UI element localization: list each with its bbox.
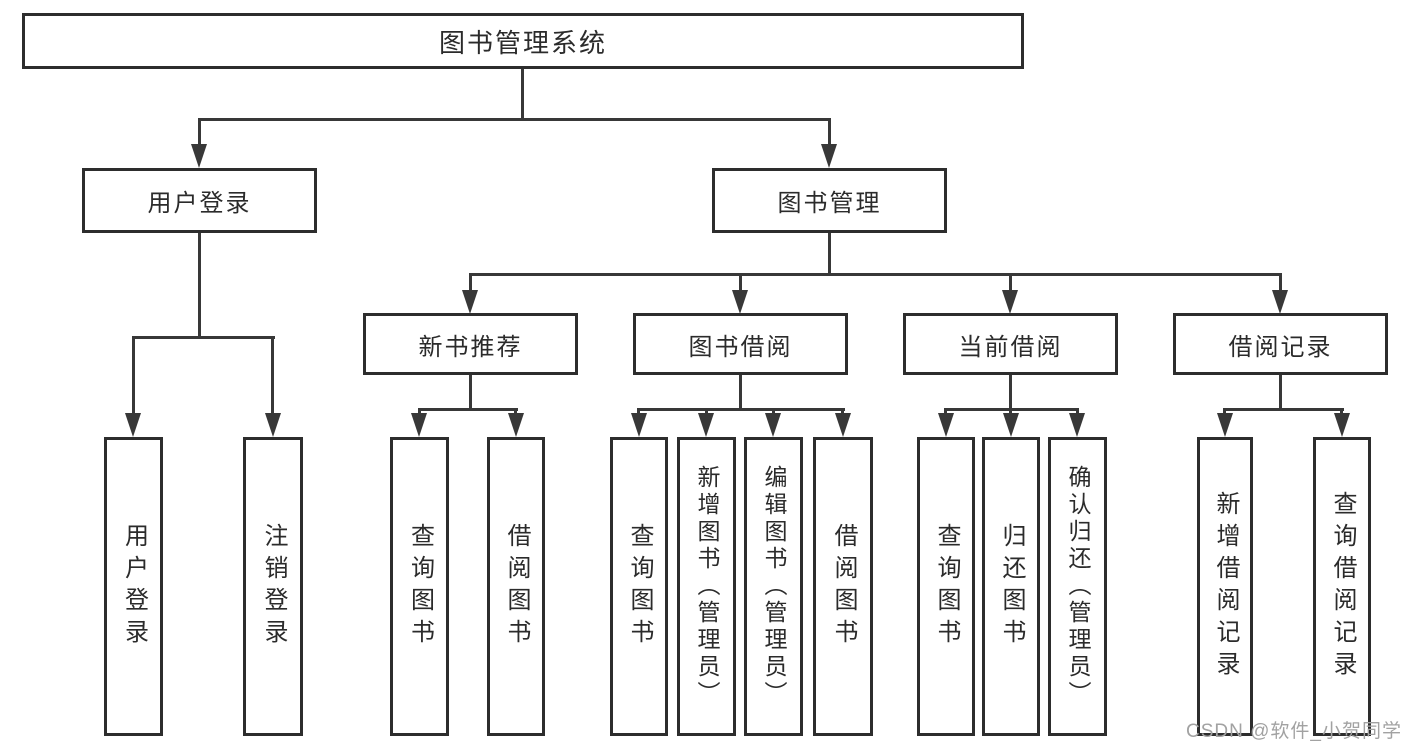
node-borrowing-records-label: 借阅记录: [1228, 333, 1333, 361]
leaf-newbook-query-books: 查询图书: [390, 437, 449, 736]
connector-line: [705, 408, 708, 416]
arrowhead-down-icon: [191, 144, 207, 168]
arrowhead-down-icon: [821, 144, 837, 168]
connector-line: [841, 408, 844, 416]
arrowhead-down-icon: [1002, 290, 1018, 314]
connector-line: [1279, 375, 1282, 411]
leaf-records-add-borrow-record-label: 新增借阅记录: [1212, 490, 1239, 683]
leaf-logout: 注销登录: [243, 437, 303, 736]
arrowhead-down-icon: [698, 413, 714, 437]
leaf-logout-label: 注销登录: [260, 522, 287, 651]
connector-line: [1279, 273, 1282, 293]
node-book-borrowing-label: 图书借阅: [688, 333, 793, 361]
connector-line: [772, 408, 775, 416]
arrowhead-down-icon: [125, 413, 141, 437]
connector-line: [1009, 375, 1012, 411]
connector-line: [739, 375, 742, 411]
leaf-records-add-borrow-record: 新增借阅记录: [1197, 437, 1253, 736]
node-current-borrowing: 当前借阅: [903, 313, 1118, 375]
connector-line: [944, 408, 947, 416]
connector-line: [1223, 408, 1344, 411]
connector-line: [514, 408, 517, 416]
connector-line: [637, 408, 640, 416]
leaf-borrowing-edit-books-admin: 编辑图书（管理员）: [744, 437, 803, 736]
node-root: 图书管理系统: [22, 13, 1024, 69]
node-new-book-recommendation-label: 新书推荐: [418, 333, 523, 361]
node-user-login-label: 用户登录: [147, 190, 252, 217]
leaf-user-login-label: 用户登录: [120, 522, 148, 651]
arrowhead-down-icon: [411, 413, 427, 437]
connector-line: [132, 336, 275, 339]
arrowhead-down-icon: [1217, 413, 1233, 437]
arrowhead-down-icon: [265, 413, 281, 437]
arrowhead-down-icon: [1272, 290, 1288, 314]
connector-line: [739, 273, 742, 293]
leaf-borrowing-query-books-label: 查询图书: [626, 522, 653, 651]
leaf-newbook-borrow-books: 借阅图书: [487, 437, 545, 736]
connector-line: [1009, 408, 1012, 416]
arrowhead-down-icon: [631, 413, 647, 437]
watermark: CSDN @软件_小贺同学: [1186, 721, 1402, 742]
arrowhead-down-icon: [508, 413, 524, 437]
connector-line: [198, 118, 831, 121]
connector-line: [469, 375, 472, 411]
node-borrowing-records: 借阅记录: [1173, 313, 1388, 375]
leaf-borrowing-add-books-admin-label: 新增图书（管理员）: [694, 465, 720, 708]
connector-line: [828, 233, 831, 276]
connector-line: [1223, 408, 1226, 416]
node-new-book-recommendation: 新书推荐: [363, 313, 578, 375]
connector-line: [521, 69, 524, 121]
arrowhead-down-icon: [1003, 413, 1019, 437]
connector-line: [418, 408, 421, 416]
leaf-borrowing-edit-books-admin-label: 编辑图书（管理员）: [761, 465, 787, 708]
connector-line: [469, 273, 1282, 276]
leaf-records-query-borrow-record-label: 查询借阅记录: [1329, 490, 1356, 683]
leaf-borrowing-query-books: 查询图书: [610, 437, 668, 736]
connector-line: [1340, 408, 1343, 416]
arrowhead-down-icon: [765, 413, 781, 437]
node-current-borrowing-label: 当前借阅: [958, 333, 1063, 361]
arrowhead-down-icon: [835, 413, 851, 437]
connector-line: [198, 233, 201, 339]
leaf-current-confirm-return-admin-label: 确认归还（管理员）: [1065, 465, 1091, 708]
arrowhead-down-icon: [462, 290, 478, 314]
leaf-user-login: 用户登录: [104, 437, 163, 736]
connector-line: [132, 336, 135, 416]
leaf-current-confirm-return-admin: 确认归还（管理员）: [1048, 437, 1107, 736]
connector-line: [418, 408, 518, 411]
arrowhead-down-icon: [1069, 413, 1085, 437]
arrowhead-down-icon: [938, 413, 954, 437]
connector-line: [828, 118, 831, 146]
connector-line: [1009, 273, 1012, 293]
leaf-current-return-books: 归还图书: [982, 437, 1040, 736]
leaf-newbook-borrow-books-label: 借阅图书: [503, 522, 530, 651]
leaf-borrowing-add-books-admin: 新增图书（管理员）: [677, 437, 736, 736]
leaf-current-query-books-label: 查询图书: [933, 522, 960, 651]
connector-line: [637, 408, 845, 411]
leaf-borrowing-borrow-books: 借阅图书: [813, 437, 873, 736]
connector-line: [469, 273, 472, 293]
arrowhead-down-icon: [732, 290, 748, 314]
arrowhead-down-icon: [1334, 413, 1350, 437]
node-user-login: 用户登录: [82, 168, 317, 233]
leaf-borrowing-borrow-books-label: 借阅图书: [830, 522, 857, 651]
connector-line: [271, 336, 274, 416]
node-book-management-label: 图书管理: [777, 190, 882, 217]
leaf-current-query-books: 查询图书: [917, 437, 975, 736]
connector-line: [1076, 408, 1079, 416]
node-root-label: 图书管理系统: [438, 27, 607, 58]
leaf-newbook-query-books-label: 查询图书: [406, 522, 434, 651]
leaf-current-return-books-label: 归还图书: [998, 522, 1025, 651]
node-book-borrowing: 图书借阅: [633, 313, 848, 375]
node-book-management: 图书管理: [712, 168, 947, 233]
leaf-records-query-borrow-record: 查询借阅记录: [1313, 437, 1371, 736]
connector-line: [198, 118, 201, 146]
